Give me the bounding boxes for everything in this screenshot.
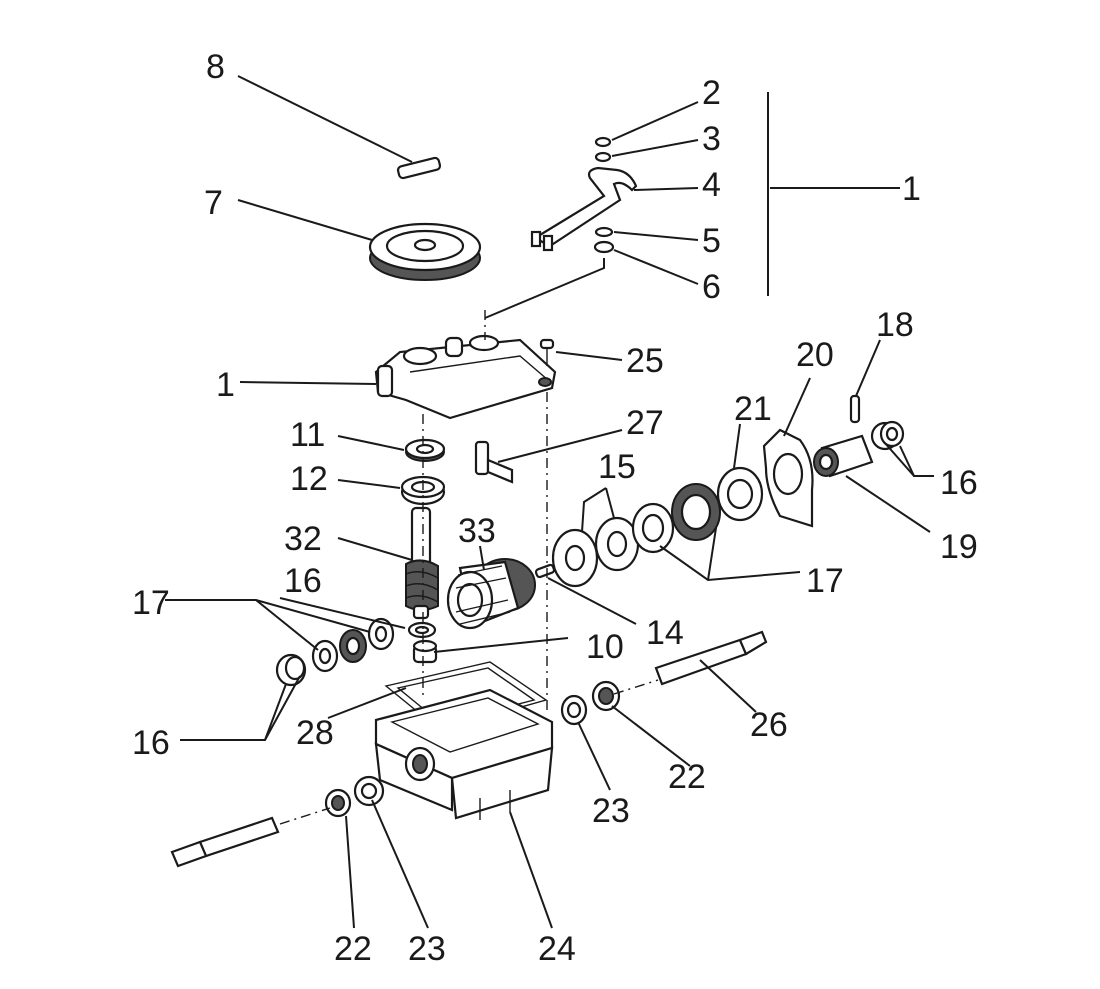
callout-20: 20 — [796, 336, 834, 374]
callout-4: 4 — [702, 166, 721, 204]
part-11-bearing — [404, 438, 446, 462]
callout-8: 8 — [206, 48, 225, 86]
part-33-worm-gear — [446, 558, 536, 630]
part-14-pin — [534, 563, 556, 579]
leader-lines — [165, 75, 934, 929]
callout-12: 12 — [290, 460, 328, 498]
part-22-bushing-left — [324, 788, 352, 818]
part-19-spline-bushing — [813, 434, 874, 478]
part-25-screw — [539, 338, 555, 366]
part-1-cover — [374, 334, 557, 420]
part-20-gasket — [762, 428, 814, 528]
callout-15: 15 — [598, 448, 636, 486]
callout-16-right: 16 — [940, 464, 978, 502]
callout-25: 25 — [626, 342, 664, 380]
callout-16-left-upper: 16 — [284, 562, 322, 600]
callout-6: 6 — [702, 268, 721, 306]
callout-23-left: 23 — [408, 930, 446, 968]
callout-5: 5 — [702, 222, 721, 260]
part-7-pulley — [368, 222, 482, 281]
callout-labels: 1 1 2 3 4 5 6 7 8 10 11 12 14 15 16 16 1… — [132, 48, 978, 968]
part-17-thrust-bearing-right — [631, 483, 721, 554]
callout-7: 7 — [204, 184, 223, 222]
callout-1-group: 1 — [902, 170, 921, 208]
part-22-bushing-right — [591, 680, 621, 712]
callout-17-left: 17 — [132, 584, 170, 622]
callout-16-left-lower: 16 — [132, 724, 170, 762]
part-axle-left — [170, 807, 331, 868]
callout-22-left: 22 — [334, 930, 372, 968]
part-8-pin — [396, 156, 442, 180]
part-16-seal-right — [870, 420, 905, 451]
part-26-axle-right — [613, 630, 768, 695]
callout-27: 27 — [626, 404, 664, 442]
callout-14: 14 — [646, 614, 684, 652]
callout-26: 26 — [750, 706, 788, 744]
part-3-washer — [594, 151, 612, 163]
callout-24: 24 — [538, 930, 576, 968]
callout-33: 33 — [458, 512, 496, 550]
part-16-washer-center — [407, 621, 437, 639]
part-15-clutch-plates — [551, 516, 640, 588]
callout-1-cover: 1 — [216, 366, 235, 404]
part-32-worm-shaft — [405, 506, 439, 620]
part-2-washer — [594, 136, 612, 148]
callout-32: 32 — [284, 520, 322, 558]
callout-22-right: 22 — [668, 758, 706, 796]
callout-18: 18 — [876, 306, 914, 344]
part-4-shift-lever — [530, 166, 638, 252]
callout-21: 21 — [734, 390, 772, 428]
part-17-thrust-bearing-left — [311, 617, 395, 673]
callout-17-right: 17 — [806, 562, 844, 600]
callout-3: 3 — [702, 120, 721, 158]
part-6-washer — [593, 240, 615, 254]
callout-19: 19 — [940, 528, 978, 566]
part-5-washer — [594, 226, 614, 238]
part-10-bushing — [412, 639, 438, 664]
callout-28: 28 — [296, 714, 334, 752]
callout-23-right: 23 — [592, 792, 630, 830]
callout-2: 2 — [702, 74, 721, 112]
callout-11: 11 — [290, 416, 325, 454]
part-23-bearing-right — [560, 694, 588, 726]
assembly-axis-lines — [422, 310, 548, 710]
part-18-key — [849, 394, 861, 424]
part-23-bearing-left — [353, 775, 385, 807]
part-24-gear-case — [374, 688, 554, 820]
part-21-washer — [716, 466, 764, 522]
part-27-shift-fork — [474, 440, 514, 484]
part-16-seal-left — [275, 653, 307, 687]
callout-10: 10 — [586, 628, 624, 666]
